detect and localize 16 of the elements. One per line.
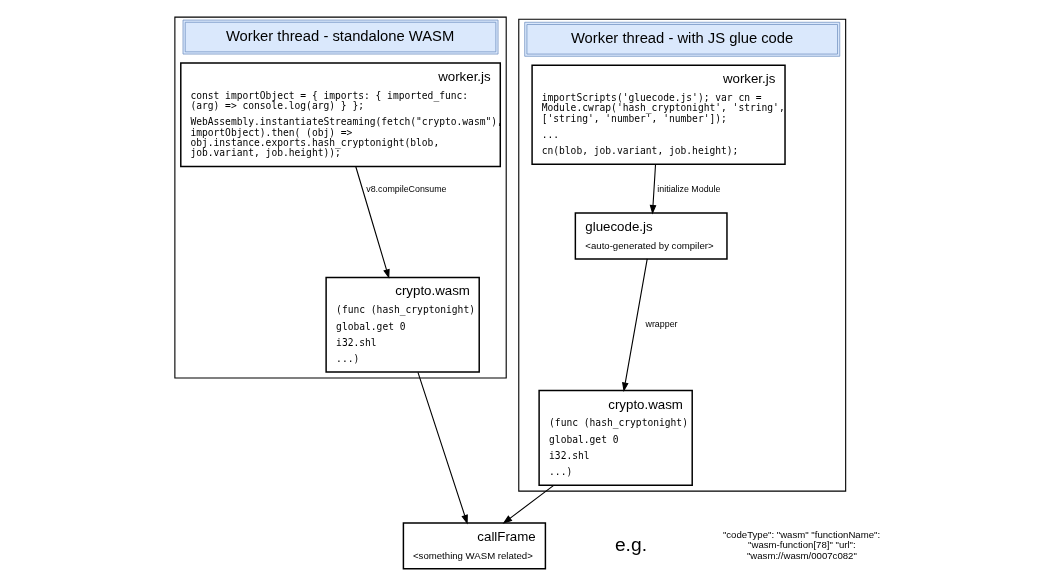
edge-label: v8.compileConsume — [366, 184, 447, 195]
label: e.g. — [614, 533, 647, 555]
arrow — [502, 484, 555, 524]
arrow — [649, 164, 657, 215]
node-box: crypto.wasm (func (hash_cryptonight) global.get 0 i32.shl ...) — [325, 276, 480, 373]
label: "codeType": "wasm" "functionName": "wasm-function[78]" "url": "wasm://wasm/0007c082" — [722, 529, 881, 561]
edge-label: initialize Module — [657, 184, 721, 195]
edge-label: wrapper — [645, 319, 678, 330]
node-box: gluecode.js <auto-generated by compiler> — [574, 212, 728, 260]
node-box: worker.js importScripts('gluecode.js'); var cn = Module.cwrap('hash_cryptonight', 'string', ['string', 'number', 'number']); ... cn(blob, job.variant, job.height); — [531, 64, 786, 165]
arrow — [417, 371, 468, 525]
node-box: callFrame <something WASM related> — [402, 522, 547, 570]
arrow — [355, 166, 390, 279]
node-box: worker.js const importObject = { imports: { imported_func: (arg) => console.log(arg) } }; WebAssembly.instantiateStreaming(fetch("crypto.wasm"), importObject).then( (obj) => obj.instance.exports.hash_cryptonight(blob, job.variant, job.height)); — [180, 62, 502, 168]
arrow — [622, 258, 648, 393]
node-box: crypto.wasm (func (hash_cryptonight) global.get 0 i32.shl ...) — [538, 389, 693, 486]
